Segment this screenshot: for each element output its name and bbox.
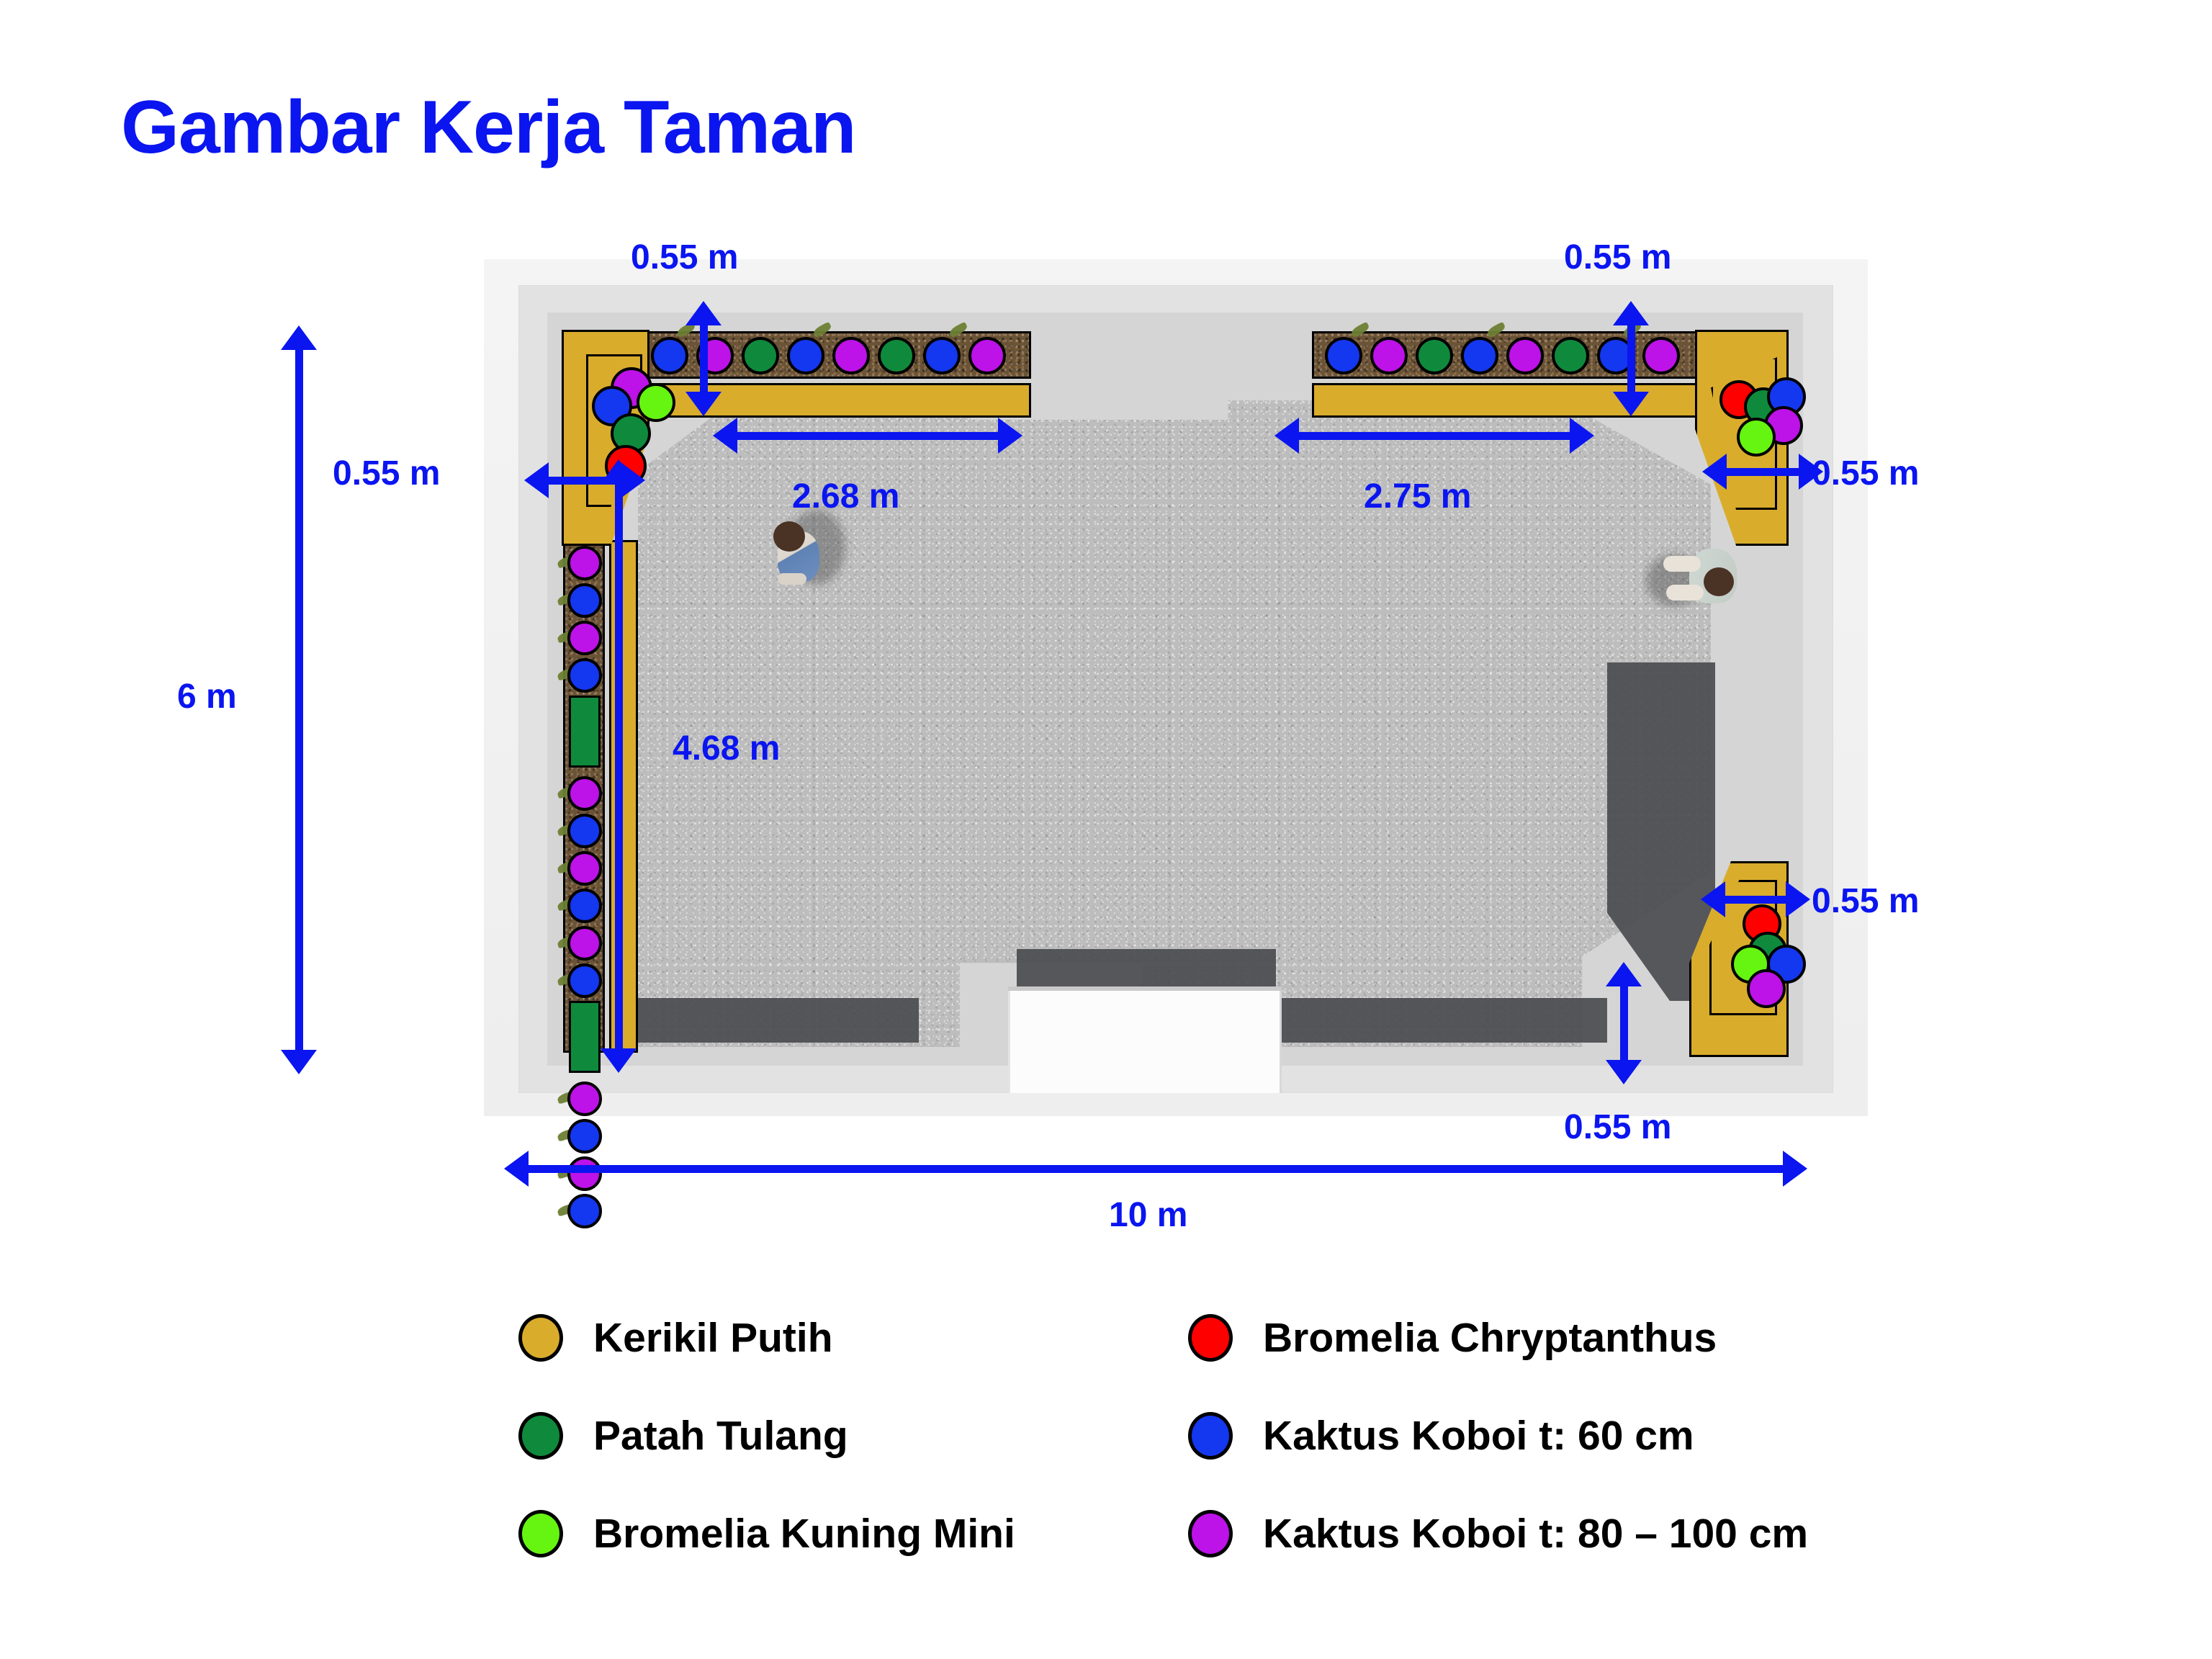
plant-symbol-bed-top-right-7 (1642, 337, 1680, 374)
legend-swatch-bromelia-chryptanthus (1188, 1314, 1233, 1362)
dimension-arrow-open-span-right (1274, 416, 1594, 455)
legend-item-kerikil-putih: Kerikil Putih (518, 1289, 1015, 1387)
dimension-arrow-corner-bottom-right-height (1604, 962, 1643, 1084)
plant-symbol-corner-bottom-right-4 (1747, 969, 1786, 1008)
legend-column-left: Kerikil Putih Patah Tulang Bromelia Kuni… (518, 1289, 1015, 1583)
plant-symbol-bed-left-7 (567, 851, 602, 886)
plant-symbol-bed-left-3 (567, 658, 602, 693)
plant-symbol-bed-left-10 (567, 963, 602, 998)
plant-symbol-bed-top-right-0 (1325, 337, 1362, 374)
dimension-label-court-depth: 4.68 m (673, 729, 781, 768)
plant-symbol-bed-top-right-2 (1416, 337, 1453, 374)
planter-bed-left-gravel (609, 540, 638, 1053)
legend-item-kaktus-koboi-60: Kaktus Koboi t: 60 cm (1188, 1387, 1808, 1485)
dimension-arrow-open-span-left (713, 416, 1022, 455)
plant-symbol-bed-top-left-6 (923, 337, 961, 374)
legend-label-bromelia-chryptanthus: Bromelia Chryptanthus (1263, 1315, 1717, 1361)
plant-symbol-bed-left-13 (567, 1119, 602, 1154)
plant-symbol-bed-left-8 (567, 889, 602, 923)
plant-symbol-bed-top-right-1 (1370, 337, 1408, 374)
dimension-label-overall-width: 10 m (1109, 1196, 1188, 1234)
page-title: Gambar Kerja Taman (121, 86, 856, 169)
dimension-arrow-bed-top-right-depth (1611, 301, 1650, 416)
plant-symbol-bed-left-6 (567, 814, 602, 848)
plant-symbol-bed-left-14 (567, 1156, 602, 1191)
shadow-band-bottom-left (638, 998, 919, 1043)
legend-label-kaktus-koboi-80-100: Kaktus Koboi t: 80 – 100 cm (1263, 1511, 1809, 1557)
legend-column-right: Bromelia Chryptanthus Kaktus Koboi t: 60… (1188, 1289, 1808, 1583)
legend-item-kaktus-koboi-80-100: Kaktus Koboi t: 80 – 100 cm (1188, 1485, 1808, 1583)
dimension-label-open-span-left: 2.68 m (792, 477, 900, 516)
plant-symbol-bed-top-right-4 (1506, 337, 1544, 374)
plant-symbol-bed-left-9 (567, 926, 602, 961)
legend-swatch-bromelia-kuning-mini (518, 1510, 563, 1557)
plant-symbol-bed-top-right-5 (1552, 337, 1589, 374)
plant-symbol-bed-top-left-2 (742, 337, 779, 374)
legend-item-patah-tulang: Patah Tulang (518, 1387, 1015, 1485)
shadow-band-bottom-right (1269, 998, 1607, 1043)
plant-symbol-corner-top-right-4 (1737, 418, 1776, 457)
dimension-arrow-overall-width (504, 1149, 1807, 1188)
shadow-band-entry-step (1017, 949, 1276, 994)
legend-swatch-kaktus-koboi-60 (1188, 1412, 1233, 1460)
plant-symbol-bed-top-right-3 (1461, 337, 1498, 374)
legend-label-kerikil-putih: Kerikil Putih (593, 1315, 833, 1361)
dimension-label-bed-top-right-depth: 0.55 m (1564, 238, 1672, 276)
entry-step (1008, 991, 1282, 1093)
dimension-label-corner-bottom-right-width: 0.55 m (1812, 882, 1920, 920)
legend-swatch-kerikil-putih (518, 1314, 563, 1362)
plant-symbol-bed-top-left-3 (787, 337, 824, 374)
plant-symbol-bed-top-left-0 (651, 337, 688, 374)
scale-figure-person-standing (756, 510, 845, 609)
plant-symbol-corner-top-left-2 (637, 383, 675, 422)
dimension-label-overall-height: 6 m (177, 678, 237, 716)
plant-symbol-bed-top-left-5 (878, 337, 915, 374)
courtyard-paving (638, 400, 1711, 1047)
legend-label-patah-tulang: Patah Tulang (593, 1413, 848, 1459)
legend-item-bromelia-kuning-mini: Bromelia Kuning Mini (518, 1485, 1015, 1583)
plant-symbol-bed-top-left-7 (968, 337, 1006, 374)
plant-symbol-bed-top-left-4 (832, 337, 870, 374)
plant-symbol-bed-left-0 (567, 546, 602, 580)
plant-symbol-patah-tulang (569, 696, 601, 768)
dimension-label-corner-bottom-right-height: 0.55 m (1564, 1108, 1672, 1146)
dimension-label-bed-top-left-depth: 0.55 m (631, 238, 739, 276)
plant-symbol-bed-left-1 (567, 583, 602, 618)
scale-figure-person-seated (1646, 539, 1753, 625)
legend-label-bromelia-kuning-mini: Bromelia Kuning Mini (593, 1511, 1015, 1557)
dimension-arrow-bed-top-left-depth (684, 301, 723, 416)
plant-symbol-bed-left-15 (567, 1194, 602, 1228)
legend-label-kaktus-koboi-60: Kaktus Koboi t: 60 cm (1263, 1413, 1694, 1459)
legend-swatch-kaktus-koboi-80-100 (1188, 1510, 1233, 1557)
plant-symbol-bed-left-2 (567, 621, 602, 655)
dimension-label-corner-right-depth: 0.55 m (1812, 454, 1920, 493)
dimension-arrow-corner-bottom-right-width (1701, 880, 1810, 919)
plant-symbol-bed-left-12 (567, 1082, 602, 1116)
legend-item-bromelia-chryptanthus: Bromelia Chryptanthus (1188, 1289, 1808, 1387)
plant-symbol-patah-tulang (569, 1001, 601, 1073)
plant-symbol-bed-left-5 (567, 776, 602, 811)
dimension-arrow-court-depth (599, 459, 638, 1073)
dimension-label-open-span-right: 2.75 m (1364, 477, 1472, 516)
dimension-arrow-corner-right-depth (1702, 452, 1823, 491)
dimension-label-bed-left-depth: 0.55 m (333, 454, 441, 493)
dimension-arrow-overall-height (279, 325, 318, 1074)
legend-swatch-patah-tulang (518, 1412, 563, 1460)
